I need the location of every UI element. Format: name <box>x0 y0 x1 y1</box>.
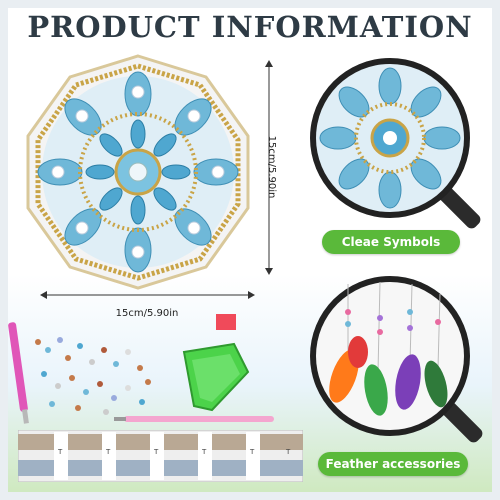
strip-mark: T <box>154 448 159 456</box>
width-dimension-label: 15cm/5.90in <box>115 308 179 319</box>
height-dimension-arrow <box>265 60 273 275</box>
strip-mark: T <box>106 448 111 456</box>
rhinestone-bag-strip <box>18 430 303 482</box>
feathers-callout-badge: Feather accessories <box>318 452 468 476</box>
mandala-coaster-image <box>26 54 250 290</box>
magnifier-symbols-closeup <box>310 58 481 229</box>
width-dimension-arrow <box>40 291 255 299</box>
magnifier-feathers-closeup <box>310 276 483 443</box>
page-title: PRODUCT INFORMATION <box>27 10 473 44</box>
strip-mark: T <box>286 448 291 456</box>
strip-mark: T <box>250 448 255 456</box>
strip-mark: T <box>202 448 207 456</box>
symbols-callout-badge: Cleae Symbols <box>322 230 460 254</box>
height-dimension-label: 15cm/5.90in <box>266 135 277 199</box>
strip-mark: T <box>58 448 63 456</box>
accessories-illustration <box>8 314 274 424</box>
